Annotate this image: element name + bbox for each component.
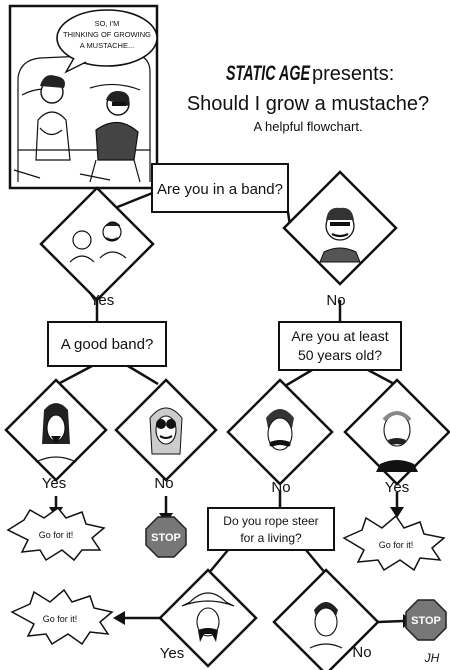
outcome-go-for-it-3: Go for it! (10, 588, 114, 646)
question-age-line-1: Are you at least (291, 328, 388, 344)
question-good-band-text: A good band? (61, 336, 154, 353)
speech-bubble: SO, I'M THINKING OF GROWING A MUSTACHE..… (56, 9, 158, 74)
question-at-least-50: Are you at least 50 years old? (278, 321, 402, 371)
artist-signature: JH (424, 651, 440, 665)
page-subtitle: A helpful flowchart. (253, 119, 362, 134)
label-yes-age: Yes (385, 479, 409, 496)
label-no-age: No (271, 479, 290, 496)
question-rope-steer: Do you rope steer for a living? (207, 507, 335, 551)
outcome-stop-1: STOP (145, 516, 187, 558)
stop-sign-text-1: STOP (151, 532, 181, 544)
diamond-old-man (343, 378, 450, 486)
label-yes-rope: Yes (160, 645, 184, 662)
diamond-glasses-guy (114, 378, 218, 482)
question-rope-line-2: for a living? (240, 531, 302, 545)
label-no-good-band: No (154, 475, 173, 492)
connectors (54, 190, 405, 624)
diamond-mustache-man (282, 170, 398, 286)
outcome-stop-2: STOP (405, 599, 447, 641)
question-age-line-2: 50 years old? (298, 347, 382, 363)
speech-line-2: THINKING OF GROWING (63, 30, 151, 39)
diamond-cowboy (158, 568, 258, 668)
question-good-band: A good band? (47, 321, 167, 367)
person-right-figure (89, 91, 141, 183)
presents-text: presents: (312, 63, 394, 85)
outcome-go-for-it-1: Go for it! (6, 506, 106, 562)
page-title: Should I grow a mustache? (187, 93, 429, 115)
outcome-go-text-2: Go for it! (379, 540, 414, 550)
question-rope-line-1: Do you rope steer (223, 514, 318, 528)
speech-line-3: A MUSTACHE... (80, 41, 134, 50)
person-left-figure (35, 75, 71, 161)
diamond-band-members (39, 186, 155, 302)
outcome-go-for-it-2: Go for it! (342, 514, 446, 572)
diamond-rocker-goatee (4, 378, 108, 482)
stop-sign-text-2: STOP (411, 615, 441, 627)
diamond-punk (272, 568, 380, 670)
header: STATIC AGE presents: Should I grow a mus… (187, 62, 429, 134)
comic-panel: SO, I'M THINKING OF GROWING A MUSTACHE..… (8, 4, 159, 190)
label-yes-band: Yes (90, 292, 114, 309)
outcome-go-text-1: Go for it! (39, 530, 74, 540)
label-no-band: No (326, 292, 345, 309)
label-yes-good-band: Yes (42, 475, 66, 492)
label-no-rope: No (352, 644, 371, 661)
brand-logo: STATIC AGE (226, 62, 311, 85)
speech-line-1: SO, I'M (95, 19, 120, 28)
question-in-a-band: Are you in a band? (151, 163, 289, 213)
question-in-a-band-text: Are you in a band? (157, 181, 283, 198)
diamond-hair-mustache (226, 378, 334, 486)
outcome-go-text-3: Go for it! (43, 614, 78, 624)
